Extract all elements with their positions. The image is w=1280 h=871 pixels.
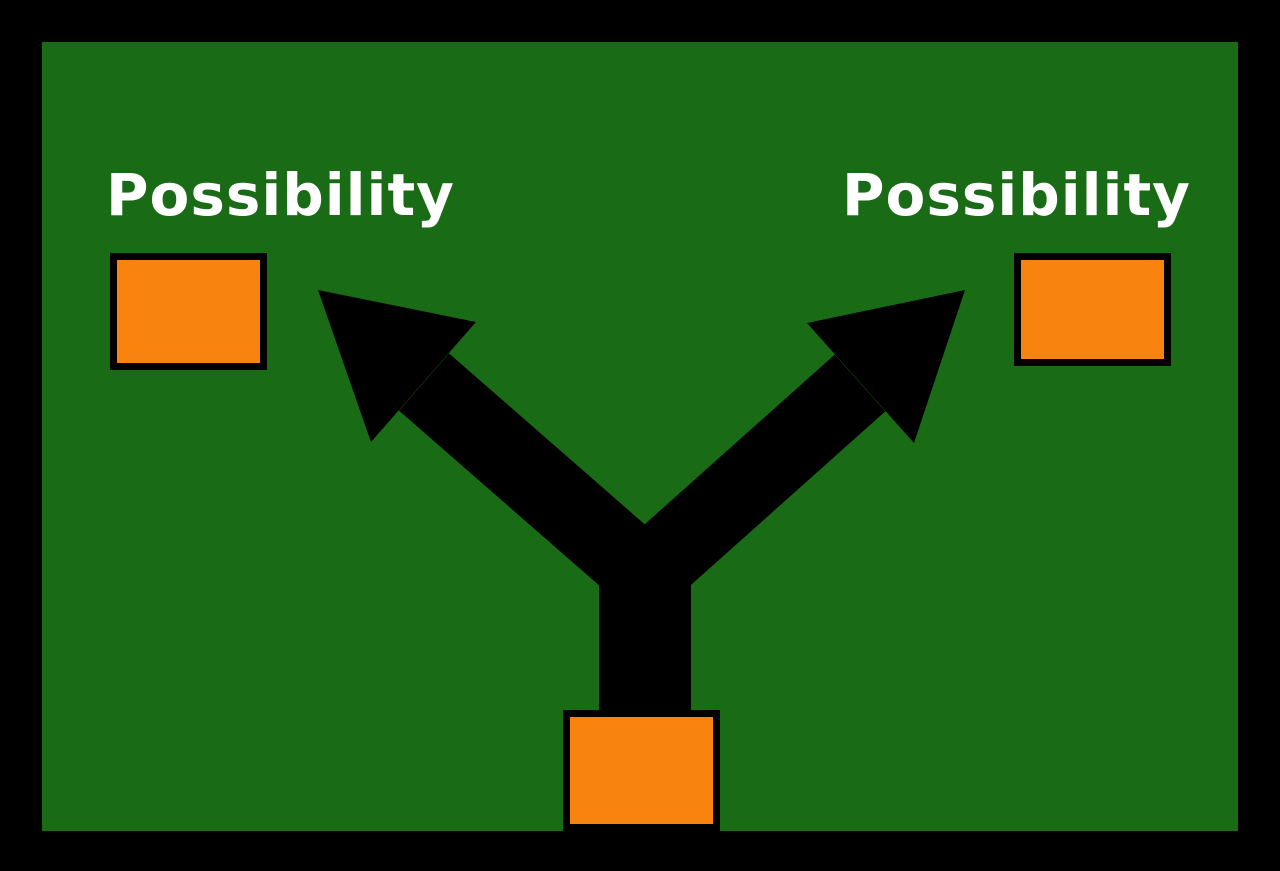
origin-box-bottom [563,710,720,831]
possibility-label-right: Possibility [842,161,1191,229]
possibility-box-right [1014,253,1171,366]
possibility-label-left: Possibility [106,161,455,229]
possibility-box-left [110,253,267,370]
